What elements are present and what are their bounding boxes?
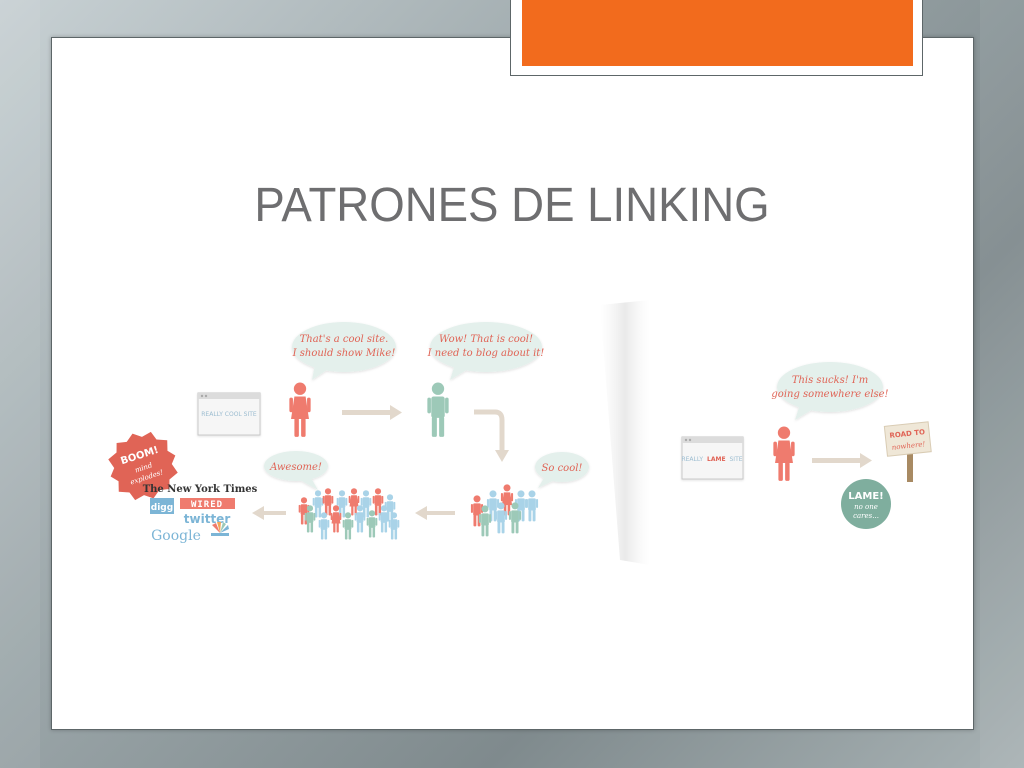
bubble-3-text: So cool! — [542, 463, 583, 474]
small-crowd — [470, 484, 539, 537]
road-to-nowhere-sign: ROAD TO nowhere! — [883, 421, 932, 482]
cool-site-window: REALLY COOL SITE — [197, 392, 261, 436]
digg-logo: digg — [151, 503, 173, 513]
lame-site-label-prefix: REALLY — [681, 456, 703, 463]
bubble-1-line-2: I should show Mike! — [292, 348, 396, 359]
flow-arrow-5 — [812, 453, 872, 468]
flow-arrow-4 — [252, 506, 286, 520]
title-accent-bar — [522, 0, 913, 66]
media-logos: The New York Times digg WIRED twitter Go… — [143, 484, 258, 544]
speech-bubble-5 — [777, 362, 883, 420]
lame-line-3: cares... — [853, 512, 879, 520]
speech-bubble-3 — [535, 452, 589, 488]
bubble-2-line-2: I need to blog about it! — [427, 348, 545, 359]
slide-title: PATRONES DE LINKING — [254, 179, 770, 232]
wired-logo-box — [180, 498, 235, 509]
bubble-1-line-1: That's a cool site. — [300, 334, 389, 345]
person-visitor-2 — [427, 382, 449, 437]
wired-logo: WIRED — [191, 500, 223, 510]
lame-site-label-word: LAME — [707, 456, 726, 463]
bubble-4-text: Awesome! — [269, 462, 322, 473]
bubble-5-line-2: going somewhere else! — [771, 389, 888, 400]
google-logo: Google — [151, 528, 201, 544]
lame-line-2: no one — [854, 503, 878, 511]
nyt-logo: The New York Times — [143, 484, 258, 495]
bubble-2-line-1: Wow! That is cool! — [439, 334, 533, 345]
lame-site-window: REALLY LAME SITE — [681, 436, 744, 480]
background-stripe — [980, 0, 1024, 768]
sign-line-2: nowhere! — [891, 440, 926, 451]
digg-logo-box — [150, 498, 174, 514]
sign-line-1: ROAD TO — [889, 428, 925, 440]
background-stripe — [0, 0, 40, 768]
speech-bubble-1 — [292, 322, 396, 380]
person-visitor-1 — [289, 382, 311, 437]
flow-arrow-2 — [474, 409, 509, 462]
nbc-peacock-icon — [211, 522, 229, 536]
speech-bubble-2 — [430, 322, 542, 380]
lame-site-label-suffix: SITE — [729, 456, 742, 463]
pattern-divider — [600, 300, 650, 565]
lame-badge: LAME! no one cares... — [841, 479, 891, 529]
svg-text:REALLY LAME SITE: REALLY LAME SITE — [681, 456, 742, 463]
cool-site-label: REALLY COOL SITE — [201, 411, 257, 418]
speech-bubble-4 — [264, 451, 328, 490]
bubble-5-line-1: This sucks! I'm — [792, 375, 868, 386]
person-lame-visitor — [773, 426, 795, 481]
lame-line-1: LAME! — [848, 491, 883, 502]
flow-arrow-1 — [342, 405, 402, 420]
flow-arrow-3 — [415, 506, 455, 520]
large-crowd — [298, 488, 400, 540]
boom-badge: BOOM! mind explodes! — [108, 431, 178, 501]
